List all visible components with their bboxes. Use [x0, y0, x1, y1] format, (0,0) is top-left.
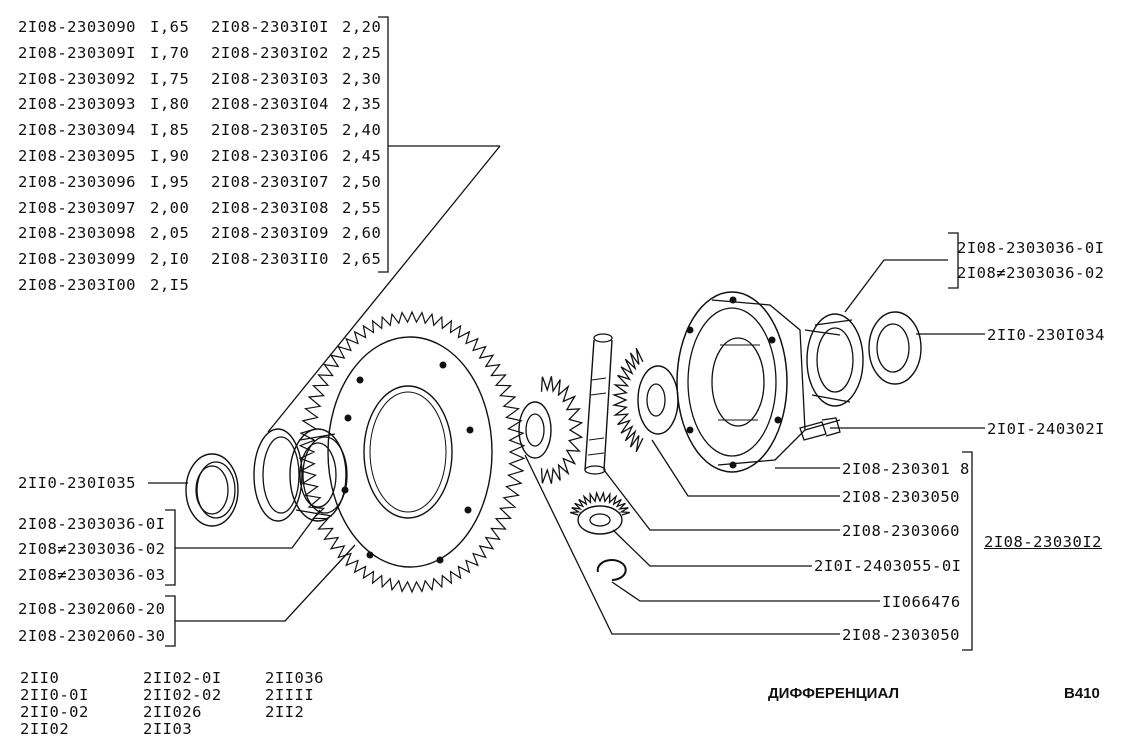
model-code: 2II2: [265, 703, 305, 721]
label-left-group-2: 2I08≠2303036-02: [18, 540, 166, 558]
label-bolt: 2I0I-240302I: [987, 420, 1105, 438]
model-code: 2II036: [265, 669, 324, 687]
label-assembly: 2I08-23030I2: [984, 533, 1102, 551]
size-table-part2: 2I08-2303I09: [211, 224, 329, 243]
size-table-size: I,70: [150, 43, 190, 62]
page-code: B410: [1064, 685, 1100, 702]
right-leaders: [524, 232, 985, 651]
label-left-group-1: 2I08-2303036-0I: [18, 515, 166, 533]
size-table-bracket: [378, 16, 500, 273]
size-table-part: 2I08-2303094: [18, 121, 136, 140]
left-seal: [185, 453, 239, 527]
size-table-size: 2,I0: [150, 250, 190, 269]
label-gear-shaft-a: 2I08-2303050: [842, 488, 960, 506]
side-gear-left: [518, 376, 584, 484]
satellite-gear-upper: [611, 347, 679, 453]
size-table-size: 2,00: [150, 198, 190, 217]
model-code: 2II026: [143, 703, 202, 721]
label-right-group-1: 2I08-2303036-0I: [957, 239, 1105, 257]
size-table-size2: 2,25: [342, 43, 382, 62]
size-table-part: 2I08-230309I: [18, 43, 136, 62]
size-table-size2: 2,35: [342, 95, 382, 114]
right-seal: [868, 311, 922, 385]
circlip: [596, 559, 627, 581]
size-table-size2: 2,65: [342, 250, 382, 269]
size-table-size2: 2,40: [342, 121, 382, 140]
size-table-size: 2,05: [150, 224, 190, 243]
model-code: 2II0-0I: [20, 686, 89, 704]
size-table-part2: 2I08-2303I03: [211, 69, 329, 88]
size-table-size: I,85: [150, 121, 190, 140]
size-table-part: 2I08-2303I00: [18, 276, 136, 294]
size-table-size: I,75: [150, 69, 190, 88]
model-code: 2II03: [143, 720, 193, 738]
label-ring-gear-1: 2I08-2302060-20: [18, 600, 166, 618]
satellite-gear-lower: [570, 490, 630, 535]
size-table-part: 2I08-2303098: [18, 224, 136, 243]
size-table-size: I,65: [150, 18, 190, 36]
size-table-size2: 2,55: [342, 198, 382, 217]
model-code: 2IIII: [265, 686, 315, 704]
size-table-part: 2I08-2303092: [18, 69, 136, 88]
size-table-size: I,80: [150, 95, 190, 114]
size-table-part: 2I08-2303093: [18, 95, 136, 114]
label-seal-left: 2II0-230I035: [18, 474, 136, 492]
size-table-part: 2I08-2303090: [18, 18, 136, 36]
shim-ring: [253, 428, 303, 522]
bolt: [799, 417, 841, 441]
label-right-group-2: 2I08≠2303036-02: [957, 264, 1105, 282]
size-table-part2: 2I08-2303I06: [211, 147, 329, 165]
right-bearing: [806, 313, 864, 407]
size-table-part2: 2I08-2303I02: [211, 43, 329, 62]
left-leaders: [148, 482, 356, 647]
size-table-part: 2I08-2303099: [18, 250, 136, 269]
pinion-shaft: [584, 333, 613, 475]
size-table-size: I,95: [150, 172, 190, 191]
size-table-size2: 2,50: [342, 172, 382, 191]
model-code: 2II02-0I: [143, 669, 222, 687]
label-gear-shaft-b: 2I08-2303050: [842, 626, 960, 644]
size-table-size2: 2,45: [342, 147, 382, 165]
size-table-part2: 2I08-2303I04: [211, 95, 329, 114]
ring-gear: [298, 310, 526, 594]
model-code: 2II02: [20, 720, 70, 738]
size-table-size2: 2,20: [342, 18, 382, 36]
model-code: 2II02-02: [143, 686, 222, 704]
size-table-part2: 2I08-2303I0I: [211, 18, 329, 36]
size-table-part2: 2I08-2303I05: [211, 121, 329, 140]
size-table-part: 2I08-2303097: [18, 198, 136, 217]
size-table-size2: 2,30: [342, 69, 382, 88]
leader-shim: [267, 145, 501, 433]
model-code: 2II0-02: [20, 703, 89, 721]
size-table-size: 2,I5: [150, 276, 190, 294]
size-table-part2: 2I08-2303I07: [211, 172, 329, 191]
size-table-part: 2I08-2303096: [18, 172, 136, 191]
page-title: ДИФФЕРЕНЦИАЛ: [768, 685, 900, 702]
label-pinion-gear: 2I0I-2403055-0I: [814, 557, 962, 575]
size-table-size2: 2,60: [342, 224, 382, 243]
label-case: 2I08-230301 8: [842, 460, 970, 478]
size-table-part2: 2I08-2303I08: [211, 198, 329, 217]
label-left-group-3: 2I08≠2303036-03: [18, 566, 166, 584]
label-bearing-right: 2II0-230I034: [987, 326, 1105, 344]
label-circlip: II066476: [882, 593, 961, 611]
label-shaft: 2I08-2303060: [842, 522, 960, 540]
size-table-size: I,90: [150, 147, 190, 165]
size-table-part2: 2I08-2303II0: [211, 250, 329, 269]
size-table-part: 2I08-2303095: [18, 147, 136, 165]
differential-case: [676, 291, 841, 473]
label-ring-gear-2: 2I08-2302060-30: [18, 627, 166, 645]
model-code: 2II0: [20, 669, 60, 687]
left-bearing: [289, 428, 348, 522]
